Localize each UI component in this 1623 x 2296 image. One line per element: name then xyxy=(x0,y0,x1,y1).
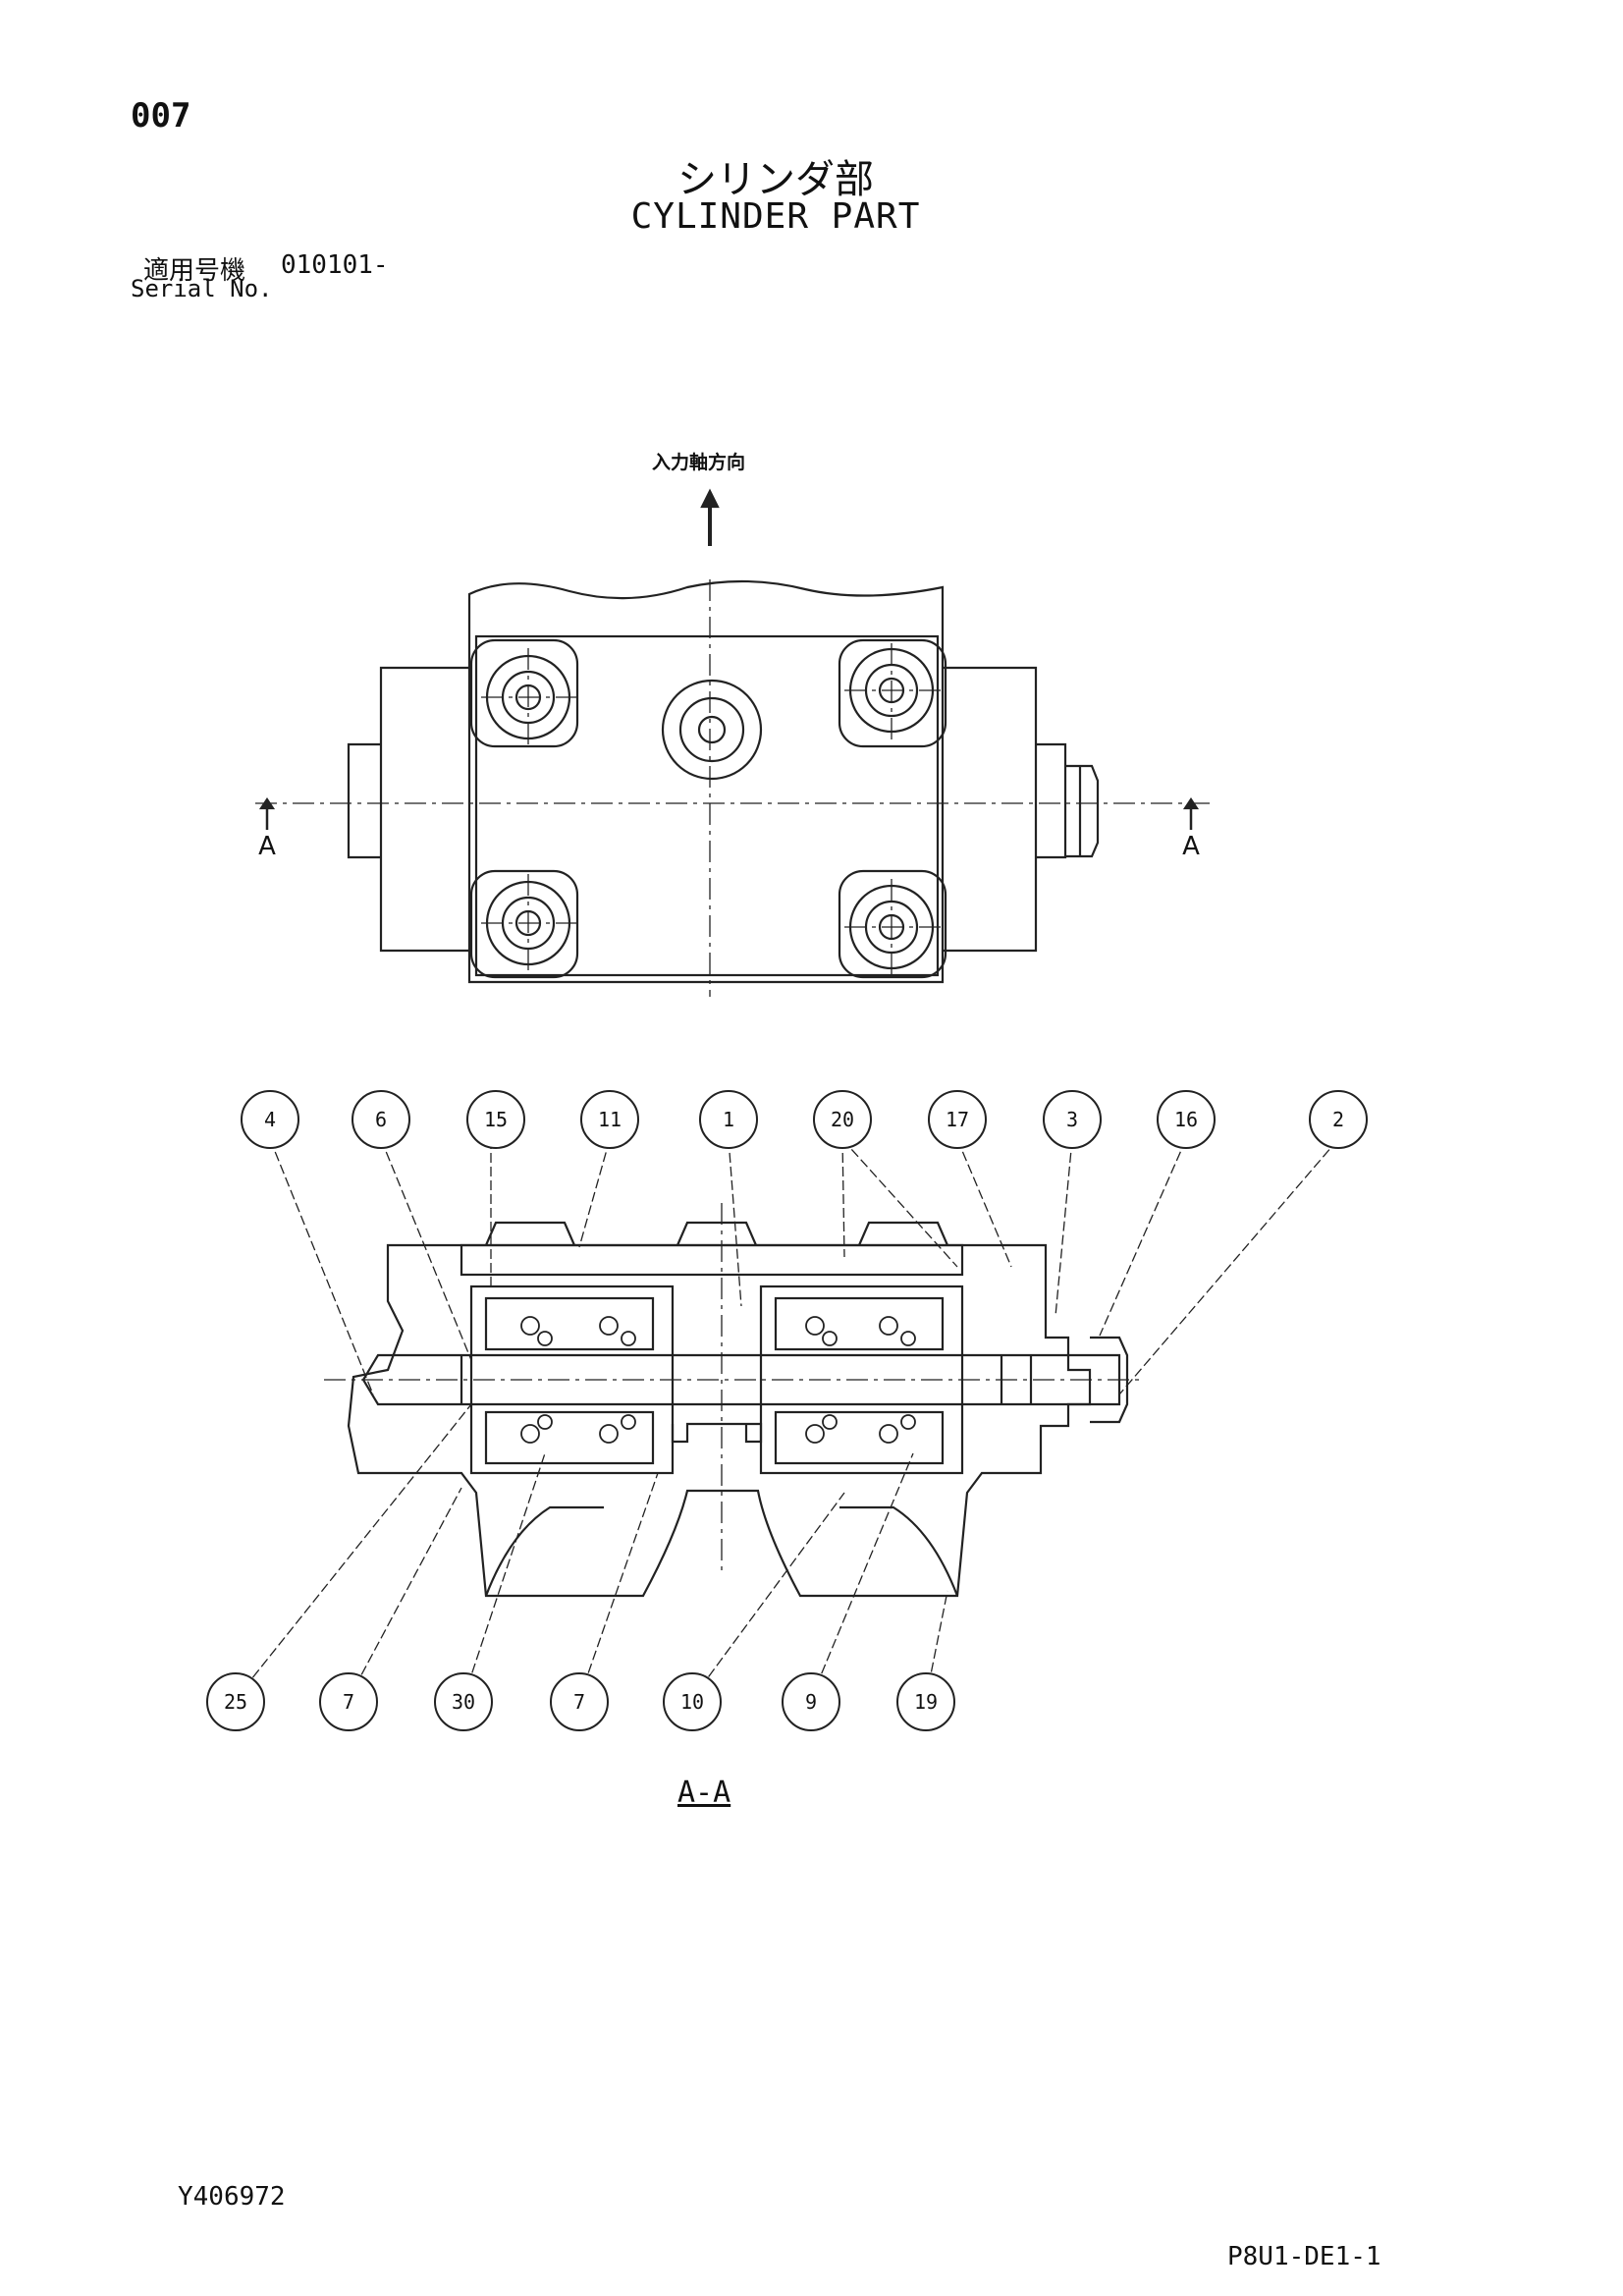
callout-circle xyxy=(663,1672,722,1731)
callout-top-9: 2 xyxy=(1309,1090,1368,1149)
callout-top-5: 20 xyxy=(813,1090,872,1149)
callout-number: 4 xyxy=(264,1108,276,1131)
callout-bottom-3: 7 xyxy=(550,1672,609,1731)
callout-top-4: 1 xyxy=(699,1090,758,1149)
callout-circle xyxy=(241,1090,299,1149)
callout-circle xyxy=(813,1090,872,1149)
bolt-boss-bottom-right xyxy=(838,869,947,979)
callout-bottom-5: 9 xyxy=(782,1672,840,1731)
reference-code: P8U1-DE1-1 xyxy=(1227,2242,1381,2271)
callout-bottom-1: 7 xyxy=(319,1672,378,1731)
callout-number: 7 xyxy=(343,1690,354,1714)
callout-bottom-2: 30 xyxy=(434,1672,493,1731)
callout-circle xyxy=(352,1090,410,1149)
callout-bottom-0: 25 xyxy=(206,1672,265,1731)
serial-label-english: Serial No. xyxy=(131,275,273,302)
callout-circle xyxy=(466,1090,525,1149)
callout-number: 11 xyxy=(598,1108,622,1131)
callout-top-8: 16 xyxy=(1157,1090,1216,1149)
callout-circle xyxy=(1157,1090,1216,1149)
section-marker-right: A xyxy=(1182,832,1200,861)
callout-circle xyxy=(319,1672,378,1731)
callout-circle xyxy=(434,1672,493,1731)
bolt-boss-top-left xyxy=(469,638,579,748)
bolt-boss-bottom-left xyxy=(469,869,579,979)
callout-number: 20 xyxy=(831,1108,854,1131)
bolt-boss-top-center xyxy=(661,679,763,781)
page-number: 007 xyxy=(131,96,191,136)
section-label: A-A xyxy=(677,1776,731,1810)
serial-label-japanese: 適用号機 xyxy=(143,256,246,286)
callout-number: 7 xyxy=(573,1690,585,1714)
serial-number-value: 010101- xyxy=(281,250,389,280)
callout-top-6: 17 xyxy=(928,1090,987,1149)
callout-number: 6 xyxy=(375,1108,387,1131)
document-id: Y406972 xyxy=(178,2182,286,2212)
callout-circle xyxy=(782,1672,840,1731)
callout-bottom-6: 19 xyxy=(896,1672,955,1731)
callout-number: 30 xyxy=(452,1690,475,1714)
callout-circle xyxy=(1309,1090,1368,1149)
callout-circle xyxy=(1043,1090,1102,1149)
bolt-boss-top-right xyxy=(838,638,947,748)
callouts-bottom: 25 7 30 7 10 9 19 xyxy=(206,1672,955,1731)
callout-number: 9 xyxy=(805,1690,817,1714)
page-title-english: CYLINDER PART xyxy=(630,196,921,237)
callout-top-3: 11 xyxy=(580,1090,639,1149)
top-view xyxy=(255,488,1213,997)
callout-number: 1 xyxy=(723,1108,734,1131)
callout-circle xyxy=(580,1090,639,1149)
callout-number: 2 xyxy=(1332,1108,1344,1131)
callout-number: 16 xyxy=(1174,1108,1198,1131)
callout-number: 19 xyxy=(914,1690,938,1714)
callout-bottom-4: 10 xyxy=(663,1672,722,1731)
callout-top-7: 3 xyxy=(1043,1090,1102,1149)
callout-circle xyxy=(896,1672,955,1731)
callout-number: 3 xyxy=(1066,1108,1078,1131)
page-title-japanese: シリンダ部 xyxy=(677,157,874,202)
callout-number: 15 xyxy=(484,1108,508,1131)
callout-top-2: 15 xyxy=(466,1090,525,1149)
callout-top-0: 4 xyxy=(241,1090,299,1149)
callout-top-1: 6 xyxy=(352,1090,410,1149)
callout-circle xyxy=(699,1090,758,1149)
callout-number: 25 xyxy=(224,1690,247,1714)
callout-number: 10 xyxy=(680,1690,704,1714)
input-shaft-direction-label: 入力軸方向 xyxy=(652,452,746,473)
section-marker-left: A xyxy=(258,832,276,861)
callout-number: 17 xyxy=(946,1108,969,1131)
callout-circle xyxy=(928,1090,987,1149)
callout-circle xyxy=(206,1672,265,1731)
section-view xyxy=(235,1138,1339,1700)
callout-circle xyxy=(550,1672,609,1731)
